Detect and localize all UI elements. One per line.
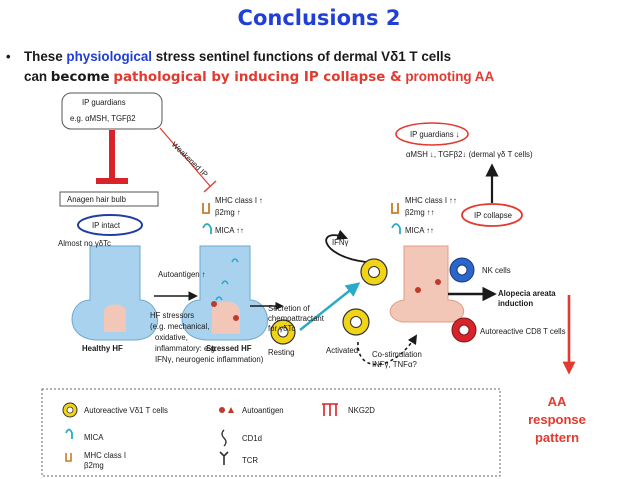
aa-line-1: AA — [547, 394, 567, 409]
activation-arrow — [299, 282, 361, 331]
b2mg-upup-label: β2mg ↑↑ — [405, 208, 435, 217]
bullet-text: These physiological stress sentinel func… — [24, 47, 624, 88]
bullet-text-1: These — [24, 49, 67, 64]
aa-line-3: pattern — [534, 430, 580, 445]
autoantigen-up-label: Autoantigen ↑ — [158, 270, 206, 279]
secretion-1: Secretion of — [268, 304, 310, 313]
weakened-ip-bar — [203, 180, 217, 193]
healthy-hf-label: Healthy HF — [82, 344, 123, 353]
mica-upup2-label: MICA ↑↑ — [405, 226, 435, 235]
legend-box — [41, 388, 501, 477]
activated-label: Activated — [326, 346, 359, 355]
b2mg-up-label: β2mg ↑ — [215, 208, 241, 217]
costim-1: Co-stimulation — [372, 350, 422, 359]
bullet-become: become — [50, 70, 110, 85]
legend-tcr: TCR — [242, 456, 259, 465]
legend-autoantigen: Autoantigen — [242, 406, 284, 415]
cd8-label: Autoreactive CD8 T cells — [480, 327, 566, 336]
anagen-box — [59, 191, 159, 207]
stressed-hf-bulb — [212, 301, 240, 334]
stressed-hf-label: Stressed HF — [206, 344, 252, 353]
stressors-1: (e.g. mechanical, — [150, 322, 210, 331]
legend-mhc: MHC class I — [84, 451, 127, 460]
costim-dashed-arrow — [357, 334, 418, 366]
ip-guardians-down-label: IP guardians ↓ — [410, 130, 460, 139]
stressed-hf — [181, 245, 268, 341]
secretion-2: chemoattractant — [268, 314, 324, 323]
almost-no-label: Almost no γδTc — [58, 239, 111, 248]
stressors-2: oxidative, — [155, 333, 188, 342]
stressors-3: inflammatory: e.g. — [155, 344, 217, 353]
secretion-3: for γδTc — [268, 324, 296, 333]
ip-intact-oval — [77, 214, 143, 236]
hf-stressors-label: HF stressors — [150, 311, 195, 320]
amsh-down-label: αMSH ↓, TGFβ2↓ (dermal γδ T cells) — [406, 150, 533, 159]
healthy-hf — [71, 245, 158, 341]
weakened-ip-line — [159, 127, 211, 187]
ip-guardians-down-oval — [395, 122, 469, 146]
resting-label: Resting — [268, 348, 295, 357]
stressors-4: IFNγ, neurogenic inflammation) — [155, 355, 264, 364]
costim-2: INFγ, TNFα? — [372, 360, 417, 369]
slide-title: Conclusions 2 — [237, 6, 401, 30]
legend-nkg2d: NKG2D — [348, 406, 375, 415]
legend-mica: MICA — [84, 433, 104, 442]
ip-guardians-label: IP guardians — [82, 98, 126, 107]
aa-line-2: response — [528, 412, 586, 427]
bullet-text-4: δ1 T cells — [390, 49, 452, 64]
bullet-promoting-aa: promoting AA — [401, 69, 495, 84]
mica-upup-label: MICA ↑↑ — [215, 226, 245, 235]
bullet-physiological: physiological — [66, 49, 152, 64]
bullet-text-5: can — [24, 69, 51, 84]
ifng-label: IFNγ — [332, 238, 349, 247]
ip-collapse-oval — [461, 203, 523, 227]
bullet-pathological: pathological by inducing IP collapse & — [113, 70, 402, 85]
nk-cells-label: NK cells — [482, 266, 511, 275]
ip-intact-label: IP intact — [92, 221, 121, 230]
ip-guardians-box — [61, 92, 163, 130]
ip-collapse-label: IP collapse — [474, 211, 512, 220]
aa-induction-2: induction — [498, 299, 534, 308]
collapsing-hf — [389, 245, 464, 323]
bullet-text-3: stress sentinel functions of dermal V — [152, 49, 391, 64]
legend-cd1d: CD1d — [242, 434, 262, 443]
legend-vd1: Autoreactive Vδ1 T cells — [84, 406, 168, 415]
ifng-loop — [325, 229, 367, 263]
ip-guardians-eg-label: e.g. αMSH, TGFβ2 — [70, 114, 136, 123]
anagen-label: Anagen hair bulb — [67, 195, 126, 204]
aa-response-pattern: AA response pattern — [520, 393, 594, 447]
mhc-up-label: MHC class I ↑ — [215, 196, 264, 205]
mhc-upup-label: MHC class I ↑↑ — [405, 196, 457, 205]
legend-b2mg: β2mg — [84, 461, 104, 470]
healthy-hf-bulb — [104, 304, 126, 332]
bullet-marker: • — [6, 49, 11, 64]
aa-induction-1: Alopecia areata — [498, 289, 556, 298]
